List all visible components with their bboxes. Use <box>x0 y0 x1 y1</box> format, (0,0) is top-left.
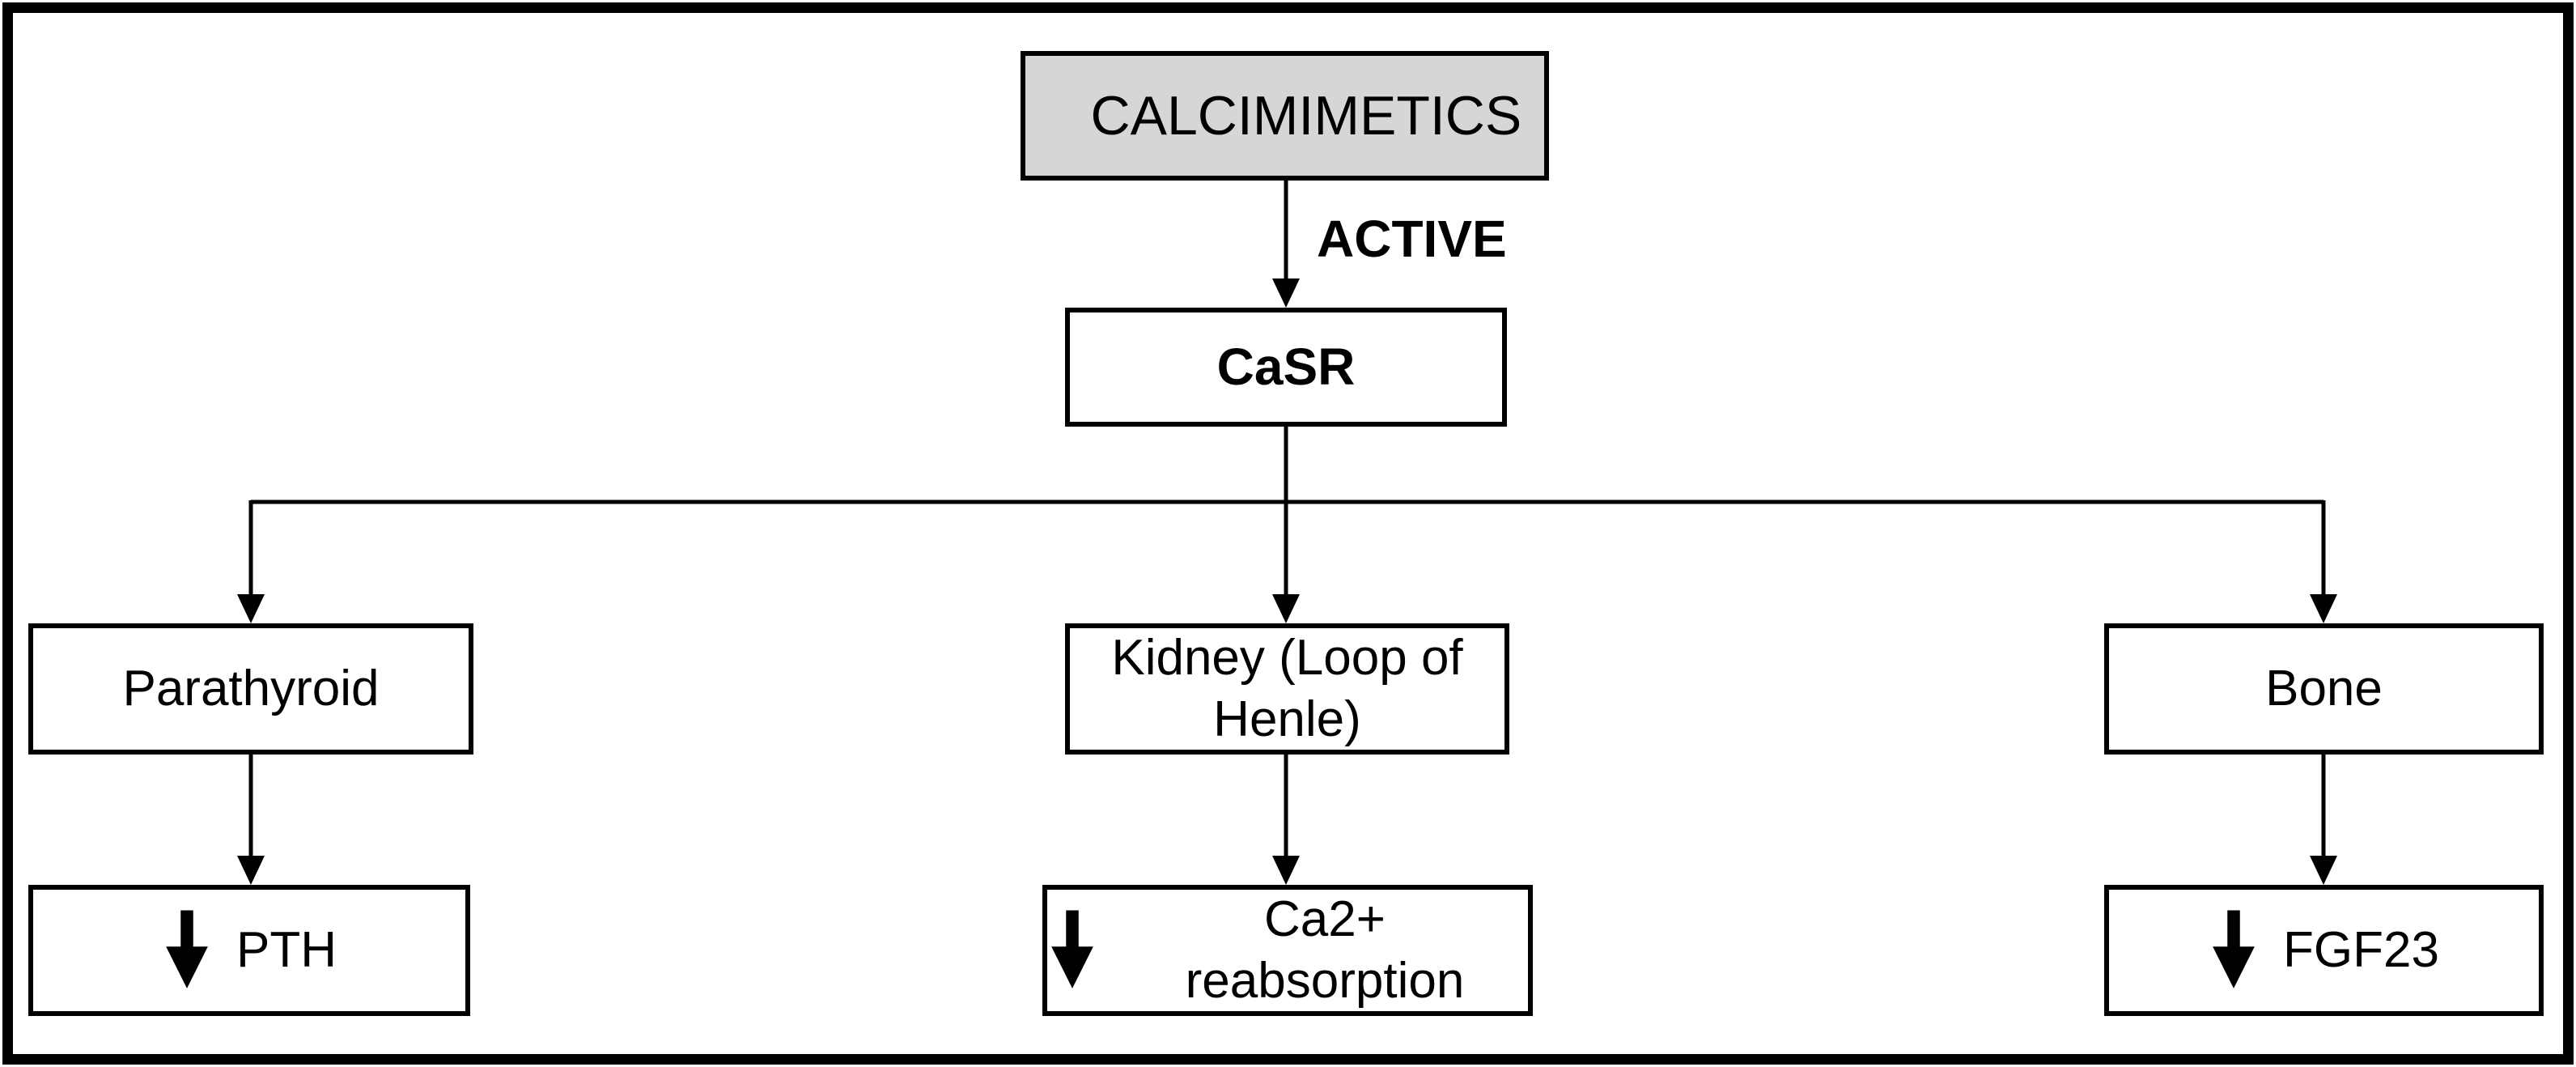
organ-label: Bone <box>2265 661 2383 717</box>
organ-box-bone: Bone <box>2104 623 2544 755</box>
arrow-drug-to-receptor <box>1272 181 1300 308</box>
arrow-to-bone <box>2310 500 2337 623</box>
effect-box-pth: PTH <box>28 885 470 1016</box>
organ-label: Parathyroid <box>122 661 380 717</box>
action-edge-label: ACTIVE <box>1317 210 1507 268</box>
organ-label: Kidney (Loop of Henle) <box>1111 630 1463 747</box>
organ-box-parathyroid: Parathyroid <box>28 623 473 755</box>
effect-label: PTH <box>236 922 337 979</box>
effect-label: Ca2+ reabsorption <box>1185 891 1465 1009</box>
arrow-to-kidney <box>1272 502 1300 623</box>
arrow-bone-to-fgf23 <box>2310 755 2337 885</box>
decrease-arrow-icon <box>1051 910 1093 988</box>
effect-label: FGF23 <box>2283 922 2439 979</box>
organ-box-kidney: Kidney (Loop of Henle) <box>1065 623 1509 755</box>
arrow-to-parathyroid <box>237 500 265 623</box>
effect-box-fgf23: FGF23 <box>2104 885 2544 1016</box>
receptor-box: CaSR <box>1065 308 1507 427</box>
drug-box: CALCIMIMETICS <box>1021 51 1549 181</box>
decrease-arrow-icon <box>166 910 208 988</box>
arrow-parathyroid-to-pth <box>237 755 265 885</box>
drug-box-label: CALCIMIMETICS <box>1090 84 1522 147</box>
arrow-kidney-to-ca <box>1272 755 1300 885</box>
decrease-arrow-icon <box>2213 910 2255 988</box>
effect-box-ca-reabsorption: Ca2+ reabsorption <box>1042 885 1533 1016</box>
receptor-box-label: CaSR <box>1216 338 1356 397</box>
